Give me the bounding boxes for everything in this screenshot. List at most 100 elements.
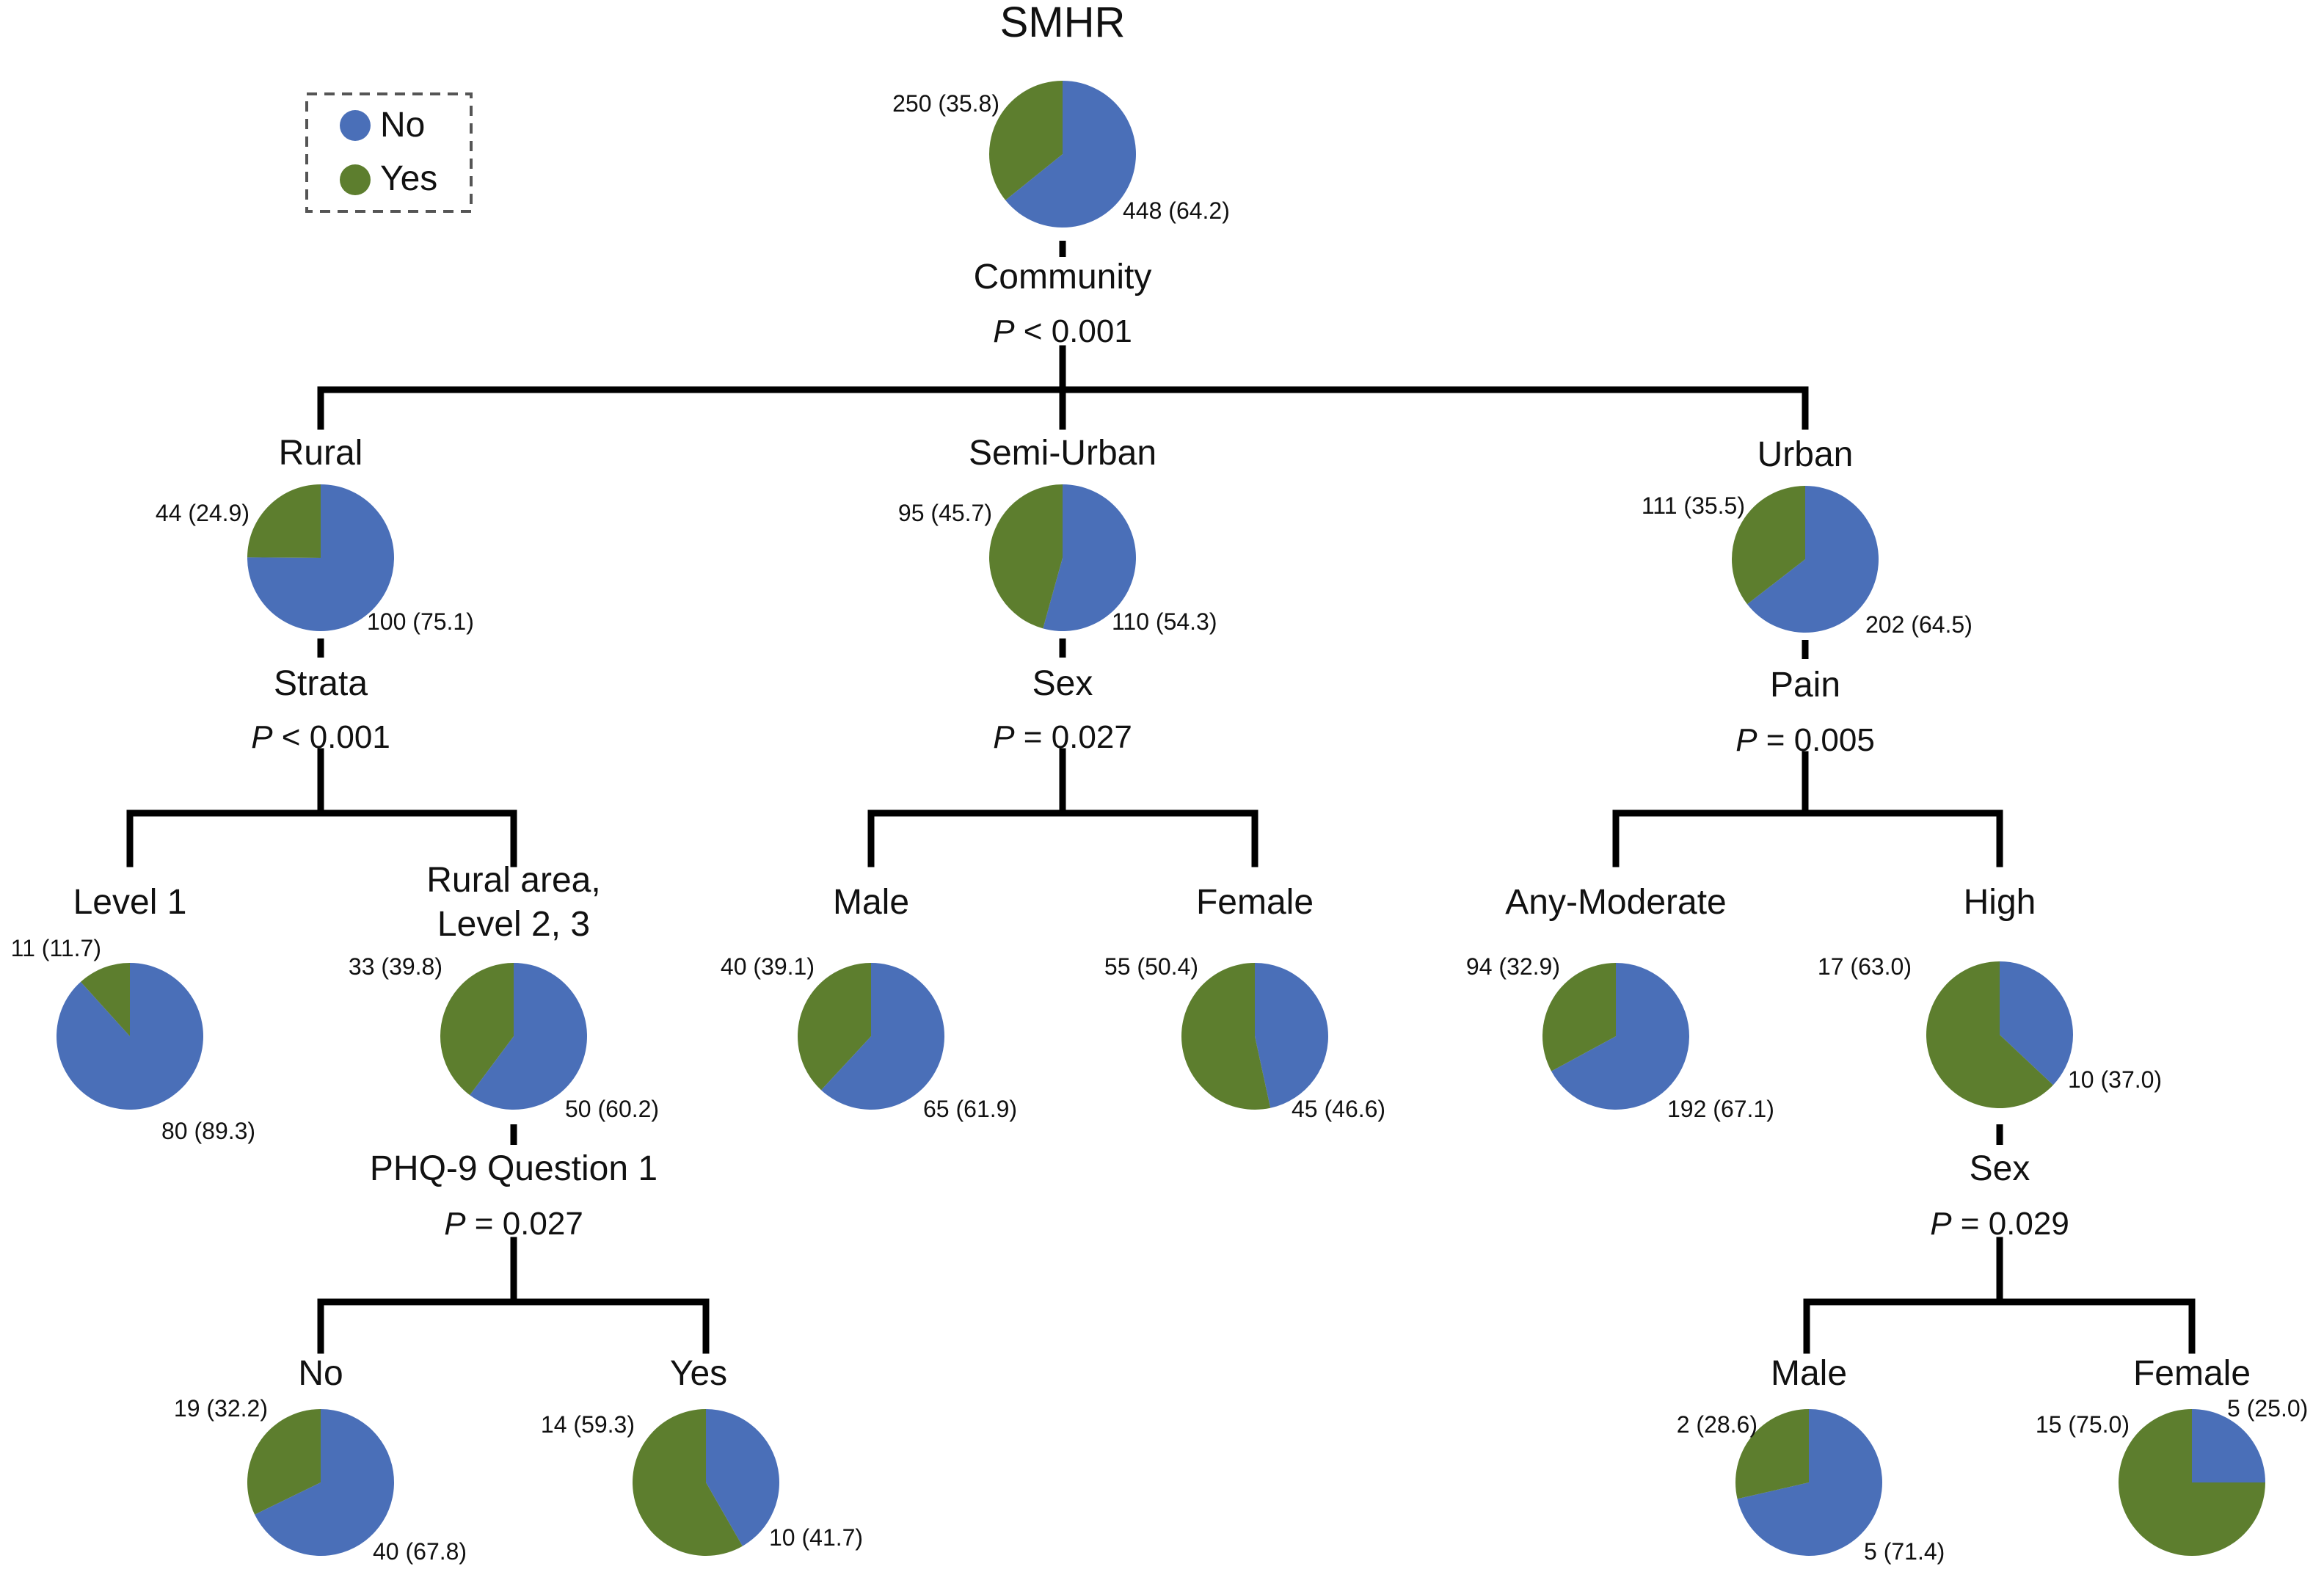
node-male2-no-count: 5 (71.4) xyxy=(1864,1538,1945,1565)
pie-slice-yes xyxy=(1732,486,1805,605)
branch-phqyes: Yes xyxy=(670,1354,727,1393)
branch-female1: Female xyxy=(1196,883,1314,922)
pie-slice-no xyxy=(1746,486,1879,633)
node-phqyes-yes-count: 14 (59.3) xyxy=(541,1411,635,1438)
pie-slice-yes xyxy=(1926,961,2053,1108)
node-level1: 11 (11.7) 80 (89.3) xyxy=(11,935,255,1144)
node-urban: 111 (35.5) 202 (64.5) xyxy=(1642,486,1973,638)
pie-slice-no xyxy=(1551,963,1689,1110)
branch-semiurban: Semi-Urban xyxy=(969,434,1156,473)
branch-male2: Male xyxy=(1771,1354,1847,1393)
pie-slice-yes xyxy=(2119,1409,2265,1556)
split-community-variable: Community xyxy=(974,258,1152,296)
node-root-no-count: 448 (64.2) xyxy=(1123,197,1230,224)
node-semiurban-no-count: 110 (54.3) xyxy=(1112,608,1217,635)
branch-labels: Rural Semi-Urban Urban Level 1 Rural are… xyxy=(73,434,2251,1393)
split-pain-pvalue: P = 0.005 xyxy=(1735,722,1875,758)
node-female1-yes-count: 55 (50.4) xyxy=(1104,953,1198,980)
node-urban-no-count: 202 (64.5) xyxy=(1865,611,1973,638)
node-rurallevel: 33 (39.8) 50 (60.2) xyxy=(349,953,659,1122)
node-phqno-yes-count: 19 (32.2) xyxy=(174,1395,268,1422)
node-urban-yes-count: 111 (35.5) xyxy=(1642,492,1745,519)
pie-slice-no xyxy=(255,1409,394,1556)
pie-slice-yes xyxy=(1735,1409,1809,1499)
node-level1-no-count: 80 (89.3) xyxy=(161,1118,255,1144)
pie-slice-yes xyxy=(798,963,871,1091)
pie-slice-yes xyxy=(1181,963,1271,1110)
node-phqno: 19 (32.2) 40 (67.8) xyxy=(174,1395,467,1565)
node-male1: 40 (39.1) 65 (61.9) xyxy=(721,953,1017,1122)
pie-slice-no xyxy=(1255,963,1328,1108)
pie-slice-no xyxy=(706,1409,779,1546)
node-rurallevel-no-count: 50 (60.2) xyxy=(565,1096,659,1122)
pie-slice-yes xyxy=(989,81,1063,200)
node-male1-yes-count: 40 (39.1) xyxy=(721,953,815,980)
node-female2-yes-count: 15 (75.0) xyxy=(2036,1411,2130,1438)
split-pain-variable: Pain xyxy=(1770,666,1840,705)
node-anymod-no-count: 192 (67.1) xyxy=(1667,1096,1774,1122)
branch-rurallevel-line2: Level 2, 3 xyxy=(437,905,590,944)
node-high-no-count: 10 (37.0) xyxy=(2068,1066,2162,1093)
node-phqyes-no-count: 10 (41.7) xyxy=(769,1524,863,1551)
pie-slice-yes xyxy=(80,963,130,1036)
split-sex1-variable: Sex xyxy=(1032,664,1093,703)
node-female1: 55 (50.4) 45 (46.6) xyxy=(1104,953,1385,1122)
pie-slice-no xyxy=(2000,961,2074,1085)
node-root: 250 (35.8) 448 (64.2) xyxy=(892,81,1230,228)
branch-level1: Level 1 xyxy=(73,883,187,922)
node-rural-yes-count: 44 (24.9) xyxy=(156,500,249,526)
split-labels: Community P < 0.001 Strata P < 0.001 Sex… xyxy=(251,258,2069,1242)
node-high-yes-count: 17 (63.0) xyxy=(1818,953,1912,980)
pie-slice-yes xyxy=(247,1409,321,1515)
figure-title: SMHR xyxy=(1000,0,1126,46)
node-rural: 44 (24.9) 100 (75.1) xyxy=(156,484,474,635)
node-male1-no-count: 65 (61.9) xyxy=(923,1096,1017,1122)
node-male2-yes-count: 2 (28.6) xyxy=(1677,1411,1757,1438)
node-female2-no-count: 5 (25.0) xyxy=(2227,1395,2308,1422)
pie-slice-yes xyxy=(633,1409,743,1556)
branch-high: High xyxy=(1964,883,2036,922)
branch-rural: Rural xyxy=(279,434,363,473)
split-sex2-pvalue: P = 0.029 xyxy=(1930,1206,2069,1242)
pie-slice-yes xyxy=(440,963,514,1096)
pie-slice-no xyxy=(2192,1409,2265,1482)
node-phqyes: 14 (59.3) 10 (41.7) xyxy=(541,1409,863,1556)
node-female2: 15 (75.0) 5 (25.0) xyxy=(2036,1395,2308,1556)
split-sex1-pvalue: P = 0.027 xyxy=(993,719,1132,755)
pie-slice-no xyxy=(247,484,394,631)
node-female1-no-count: 45 (46.6) xyxy=(1292,1096,1385,1122)
split-phq-variable: PHQ-9 Question 1 xyxy=(370,1149,658,1188)
branch-phqno: No xyxy=(298,1354,343,1393)
node-level1-yes-count: 11 (11.7) xyxy=(11,935,101,961)
split-strata-pvalue: P < 0.001 xyxy=(251,719,390,755)
split-sex2-variable: Sex xyxy=(1970,1149,2030,1188)
node-rural-no-count: 100 (75.1) xyxy=(367,608,474,635)
branch-female2: Female xyxy=(2133,1354,2251,1393)
node-anymod: 94 (32.9) 192 (67.1) xyxy=(1466,953,1774,1122)
node-rurallevel-yes-count: 33 (39.8) xyxy=(349,953,442,980)
pie-slice-no xyxy=(1737,1409,1882,1556)
legend-yes-swatch xyxy=(340,164,371,195)
node-male2: 2 (28.6) 5 (71.4) xyxy=(1677,1409,1945,1565)
pie-slice-no xyxy=(470,963,587,1110)
node-semiurban-yes-count: 95 (45.7) xyxy=(898,500,992,526)
pie-slice-no xyxy=(821,963,944,1110)
tree-connectors xyxy=(126,241,2196,1354)
branch-male1: Male xyxy=(833,883,909,922)
pie-slice-yes xyxy=(1542,963,1616,1071)
branch-urban: Urban xyxy=(1757,435,1854,474)
pie-slice-yes xyxy=(247,484,321,558)
node-semiurban: 95 (45.7) 110 (54.3) xyxy=(898,484,1217,635)
pie-slice-yes xyxy=(988,484,1063,629)
legend: No Yes xyxy=(305,92,473,213)
pie-slice-no xyxy=(56,963,203,1110)
pie-slice-no xyxy=(1043,484,1136,631)
node-high: 17 (63.0) 10 (37.0) xyxy=(1818,953,2162,1108)
pie-slice-no xyxy=(1005,81,1137,228)
branch-anymod: Any-Moderate xyxy=(1505,883,1726,922)
split-community-pvalue: P < 0.001 xyxy=(993,313,1132,349)
legend-no-label: No xyxy=(380,106,425,145)
split-strata-variable: Strata xyxy=(274,664,368,703)
